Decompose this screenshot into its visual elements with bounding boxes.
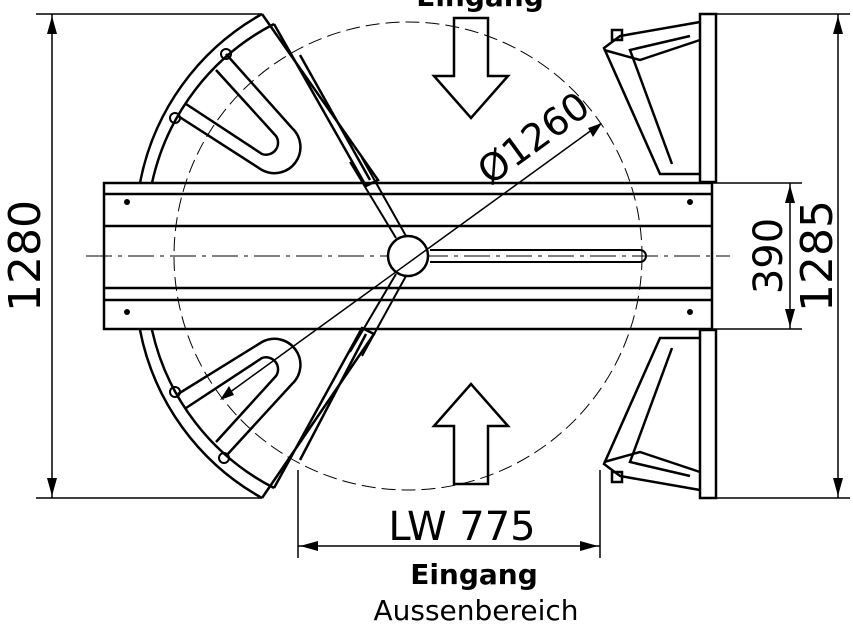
left-dim-arrow-top (47, 16, 57, 34)
clear-width-text: LW 775 (388, 504, 535, 550)
up-arrow-icon (431, 382, 511, 486)
beam-bolts (124, 199, 693, 315)
left-dimension-lines (36, 13, 262, 499)
diameter-arrow-bottom (220, 386, 234, 400)
right-dim-arrow-bottom (833, 478, 843, 496)
bolt-heads (169, 48, 232, 464)
clear-width-dimension-lines (297, 470, 601, 558)
right-dimension-lines (716, 13, 850, 499)
top-entrance-label-partial: Eingang (416, 0, 544, 13)
track-width-text: 390 (746, 218, 792, 294)
clear-width-arrow-left (300, 541, 318, 551)
outside-area-label: Aussenbereich (373, 594, 578, 626)
left-dim-arrow-bottom (47, 478, 57, 496)
lower-handle-loop (177, 337, 302, 457)
track-dim-arrow-top (785, 185, 795, 203)
diameter-arrow-top (588, 123, 602, 137)
clear-width-arrow-right (580, 541, 598, 551)
track-dimension-lines (712, 182, 802, 330)
pivot-arms (349, 157, 407, 357)
left-drive-segment (138, 12, 380, 500)
center-beam (102, 181, 714, 331)
upper-handle-loop (177, 53, 302, 175)
overall-width-left-text: 1280 (0, 200, 51, 312)
entrance-label: Eingang (410, 558, 538, 591)
track-dim-arrow-bottom (785, 309, 795, 327)
right-dim-arrow-top (833, 16, 843, 34)
diameter-leader (221, 123, 601, 399)
overall-width-right-text: 1285 (792, 200, 843, 312)
down-arrow-icon (431, 16, 511, 120)
pivot-hub (386, 234, 430, 278)
